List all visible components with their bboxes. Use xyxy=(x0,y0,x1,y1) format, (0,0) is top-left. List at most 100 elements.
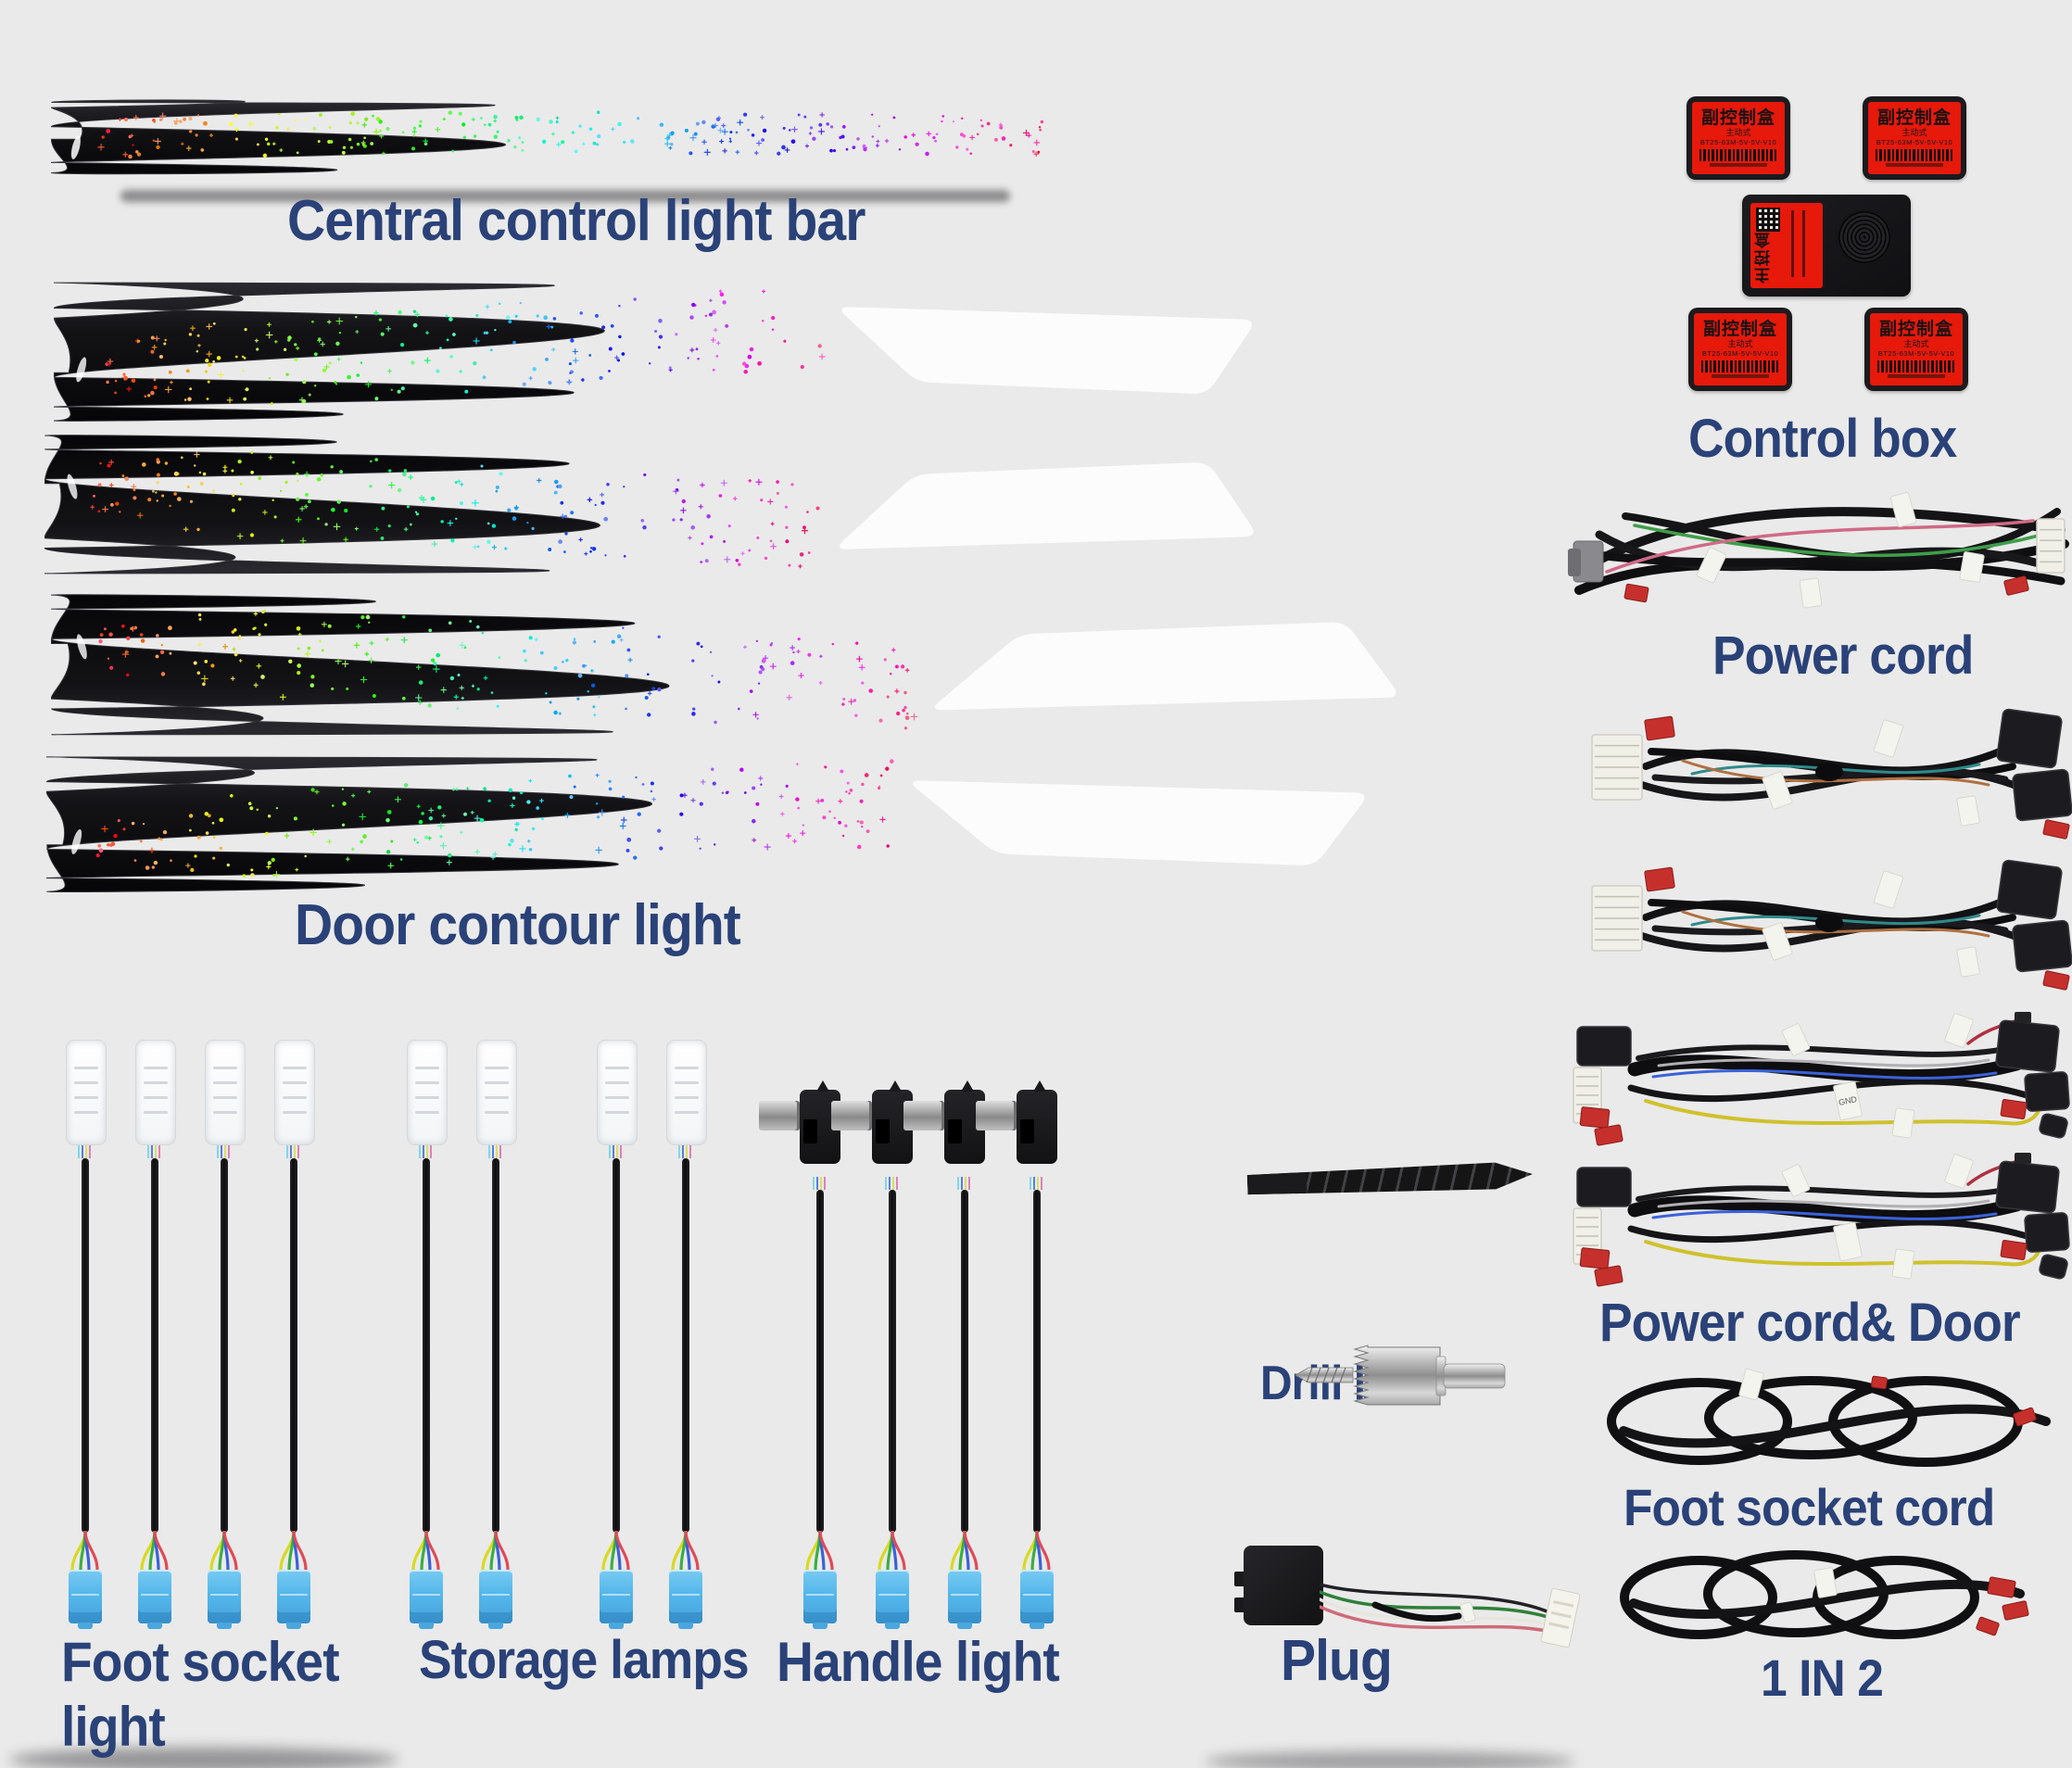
decorative-shape xyxy=(243,397,247,401)
decorative-shape xyxy=(189,499,194,503)
decorative-shape xyxy=(76,357,87,383)
decorative-shape xyxy=(122,151,129,158)
decorative-shape xyxy=(457,674,461,676)
decorative-shape xyxy=(709,298,713,302)
decorative-shape xyxy=(264,623,268,626)
decorative-shape xyxy=(802,824,805,827)
decorative-shape xyxy=(99,633,104,637)
power-door-harness-photo xyxy=(1573,1153,2070,1287)
door-contour-label: Door contour light xyxy=(295,893,741,957)
decorative-shape xyxy=(798,563,802,569)
decorative-shape xyxy=(210,663,215,668)
decorative-shape xyxy=(512,796,516,800)
decorative-shape xyxy=(657,687,662,692)
decorative-shape xyxy=(150,390,155,396)
decorative-shape xyxy=(241,355,245,359)
decorative-shape xyxy=(684,1531,700,1571)
decorative-shape xyxy=(395,796,401,803)
decorative-shape xyxy=(207,380,210,384)
decorative-shape xyxy=(224,1145,226,1158)
decorative-shape xyxy=(2003,575,2029,596)
decorative-shape xyxy=(737,707,740,711)
decorative-shape xyxy=(1959,551,1985,583)
decorative-shape xyxy=(738,562,741,566)
decorative-shape xyxy=(803,115,807,119)
decorative-shape xyxy=(212,856,216,860)
decorative-shape xyxy=(523,649,526,653)
black-cable xyxy=(82,1158,89,1533)
decorative-shape xyxy=(158,837,161,840)
decorative-shape xyxy=(356,142,360,146)
decorative-shape xyxy=(188,117,193,121)
decorative-shape xyxy=(641,783,645,786)
decorative-shape xyxy=(521,141,524,144)
decorative-shape xyxy=(561,140,565,145)
decorative-shape xyxy=(440,520,444,524)
decorative-shape xyxy=(666,137,670,141)
decorative-shape xyxy=(797,113,801,117)
decorative-shape xyxy=(657,828,662,833)
decorative-shape xyxy=(234,652,238,657)
decorative-shape xyxy=(133,496,137,500)
decorative-shape xyxy=(861,825,864,828)
decorative-shape xyxy=(722,148,727,154)
decorative-shape xyxy=(400,386,405,391)
decorative-shape xyxy=(232,494,235,498)
decorative-shape xyxy=(187,397,192,401)
decorative-shape xyxy=(1781,1023,1811,1056)
decorative-shape xyxy=(934,139,937,143)
decorative-shape xyxy=(539,798,544,803)
decorative-shape xyxy=(486,522,490,525)
decorative-shape xyxy=(341,823,346,827)
fiber-lamp-head xyxy=(66,1040,107,1145)
decorative-shape xyxy=(183,526,189,532)
decorative-shape xyxy=(815,798,821,804)
decorative-shape xyxy=(659,846,663,851)
decorative-shape xyxy=(1799,577,1823,609)
decorative-shape xyxy=(83,1531,99,1571)
decorative-shape xyxy=(724,556,731,563)
decorative-shape xyxy=(760,499,764,502)
decorative-shape xyxy=(204,812,209,816)
decorative-shape xyxy=(266,142,271,146)
decorative-shape xyxy=(303,504,309,510)
decorative-shape xyxy=(865,829,870,833)
decorative-shape xyxy=(426,1145,428,1158)
decorative-shape xyxy=(365,381,372,388)
decorative-shape xyxy=(356,120,360,125)
decorative-shape xyxy=(296,473,299,476)
decorative-shape xyxy=(123,117,129,122)
decorative-shape xyxy=(285,373,289,376)
decorative-shape xyxy=(385,638,389,642)
decorative-shape xyxy=(689,1145,691,1158)
decorative-shape xyxy=(374,397,379,401)
decorative-shape xyxy=(310,683,315,688)
foot-socket-cord-photo xyxy=(1607,1368,2051,1467)
decorative-shape xyxy=(712,781,716,786)
fiber-lamp-head xyxy=(135,1040,176,1145)
decorative-shape xyxy=(412,838,417,842)
decorative-shape xyxy=(595,773,600,777)
decorative-shape xyxy=(890,673,892,676)
decorative-shape xyxy=(387,524,391,528)
decorative-shape xyxy=(411,360,415,365)
decorative-shape xyxy=(900,664,905,669)
decorative-shape xyxy=(790,645,796,650)
decorative-shape xyxy=(689,315,694,320)
decorative-shape xyxy=(368,621,371,624)
decorative-shape xyxy=(496,130,499,133)
decorative-shape xyxy=(757,360,762,366)
decorative-shape xyxy=(856,844,862,850)
decorative-shape xyxy=(421,812,424,815)
decorative-shape xyxy=(573,638,576,641)
decorative-shape xyxy=(419,120,423,123)
decorative-shape xyxy=(1035,1531,1051,1571)
decorative-shape xyxy=(558,712,562,715)
decorative-shape xyxy=(758,776,764,781)
decorative-shape xyxy=(803,1119,817,1143)
decorative-shape xyxy=(101,135,105,139)
decorative-shape xyxy=(242,370,245,373)
decorative-shape xyxy=(332,804,335,807)
decorative-shape xyxy=(831,642,835,646)
